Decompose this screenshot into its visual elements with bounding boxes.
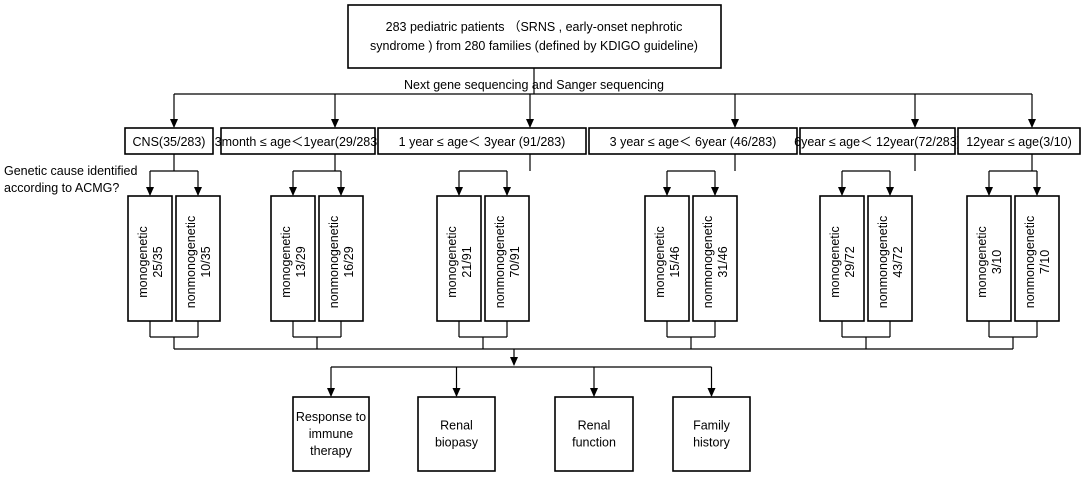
monogenetic-text: monogenetic29/72 xyxy=(828,226,857,298)
nonmonogenetic-label: nonmonogenetic xyxy=(184,216,198,308)
merge-connectors xyxy=(149,321,1038,366)
nonmonogenetic-count: 7/10 xyxy=(1038,250,1052,274)
age-group-label: 12year ≤ age(3/10) xyxy=(966,135,1072,149)
nonmonogenetic-count: 31/46 xyxy=(716,246,730,277)
monogenetic-label: monogenetic xyxy=(279,226,293,298)
age-group-label: CNS(35/283) xyxy=(133,135,206,149)
outcome-label-line-1: Renal xyxy=(578,419,611,433)
nonmonogenetic-text: nonmonogenetic43/72 xyxy=(876,216,905,308)
outcome-label-line-1: Renal xyxy=(440,419,473,433)
nonmonogenetic-count: 16/29 xyxy=(342,246,356,277)
monogenetic-text: monogenetic21/91 xyxy=(445,226,474,298)
monogenetic-label: monogenetic xyxy=(975,226,989,298)
nonmonogenetic-box: nonmonogenetic7/10 xyxy=(1014,195,1060,322)
monogenetic-count: 25/35 xyxy=(151,246,165,277)
outcome-label-line-2: immune xyxy=(309,427,354,441)
patient-cohort-box: 283 pediatric patients （SRNS , early-ons… xyxy=(347,4,722,69)
genetic-cause-question-line-1: Genetic cause identified xyxy=(4,164,137,178)
age-group-3: 1 year ≤ age＜ 3year (91/283) monogenetic2… xyxy=(377,94,587,322)
nonmonogenetic-label: nonmonogenetic xyxy=(493,216,507,308)
outcome-box-3: Renal function xyxy=(554,367,634,472)
monogenetic-box: monogenetic29/72 xyxy=(819,195,865,322)
age-group-5: 6year ≤ age＜ 12year(72/283) monogenetic29… xyxy=(794,94,961,322)
age-group-label: 3month ≤ age＜1year(29/283) xyxy=(215,135,382,149)
outcome-box-2: Renal biopasy xyxy=(417,367,496,472)
age-group-box xyxy=(799,127,956,155)
outcome-label-line-2: history xyxy=(693,436,731,450)
outcome-boxes: Response toimmunetherapyRenalbiopasyRena… xyxy=(292,366,751,472)
age-group-box xyxy=(124,127,214,155)
age-group-4: 3 year ≤ age＜ 6year (46/283) monogenetic1… xyxy=(588,94,798,322)
monogenetic-label: monogenetic xyxy=(445,226,459,298)
monogenetic-text: monogenetic3/10 xyxy=(975,226,1004,298)
age-group-box xyxy=(377,127,587,155)
nonmonogenetic-text: nonmonogenetic70/91 xyxy=(493,216,522,308)
patient-cohort-line-2: syndrome ) from 280 families (defined by… xyxy=(370,39,698,53)
monogenetic-label: monogenetic xyxy=(653,226,667,298)
outcome-label-line-3: therapy xyxy=(310,444,352,458)
nonmonogenetic-text: nonmonogenetic10/35 xyxy=(184,216,213,308)
monogenetic-count: 13/29 xyxy=(294,246,308,277)
monogenetic-box: monogenetic3/10 xyxy=(966,195,1012,322)
monogenetic-box: monogenetic21/91 xyxy=(436,195,482,322)
nonmonogenetic-box: nonmonogenetic10/35 xyxy=(175,195,221,322)
genetic-cause-question-line-2: according to ACMG? xyxy=(4,181,119,195)
outcome-label-line-1: Response to xyxy=(296,410,366,424)
nonmonogenetic-box: nonmonogenetic16/29 xyxy=(318,195,364,322)
age-group-box xyxy=(220,127,376,155)
age-group-1: CNS(35/283) monogenetic25/35 nonmonogeneti… xyxy=(124,94,221,322)
monogenetic-text: monogenetic25/35 xyxy=(136,226,165,298)
monogenetic-label: monogenetic xyxy=(136,226,150,298)
monogenetic-count: 21/91 xyxy=(460,246,474,277)
sequencing-label: Next gene sequencing and Sanger sequenci… xyxy=(404,78,664,92)
outcome-label-line-1: Family xyxy=(693,419,731,433)
nonmonogenetic-label: nonmonogenetic xyxy=(327,216,341,308)
outcome-box-1: Response to immune therapy xyxy=(292,367,370,472)
nonmonogenetic-text: nonmonogenetic16/29 xyxy=(327,216,356,308)
nonmonogenetic-box: nonmonogenetic70/91 xyxy=(484,195,530,322)
age-group-label: 1 year ≤ age＜ 3year (91/283) xyxy=(399,135,566,149)
monogenetic-text: monogenetic15/46 xyxy=(653,226,682,298)
age-group-2: 3month ≤ age＜1year(29/283) monogenetic13/… xyxy=(215,94,382,322)
nonmonogenetic-label: nonmonogenetic xyxy=(876,216,890,308)
age-group-6: 12year ≤ age(3/10) monogenetic3/10 nonmono… xyxy=(957,94,1081,322)
monogenetic-box: monogenetic15/46 xyxy=(644,195,690,322)
nonmonogenetic-box: nonmonogenetic31/46 xyxy=(692,195,738,322)
age-group-label: 3 year ≤ age＜ 6year (46/283) xyxy=(610,135,777,149)
nonmonogenetic-count: 10/35 xyxy=(199,246,213,277)
outcome-label-line-2: function xyxy=(572,436,616,450)
outcome-label-line-2: biopasy xyxy=(435,436,479,450)
monogenetic-count: 29/72 xyxy=(843,246,857,277)
age-group-label: 6year ≤ age＜ 12year(72/283) xyxy=(794,135,961,149)
nonmonogenetic-label: nonmonogenetic xyxy=(701,216,715,308)
nonmonogenetic-label: nonmonogenetic xyxy=(1023,216,1037,308)
monogenetic-count: 3/10 xyxy=(990,250,1004,274)
nonmonogenetic-text: nonmonogenetic7/10 xyxy=(1023,216,1052,308)
monogenetic-text: monogenetic13/29 xyxy=(279,226,308,298)
monogenetic-box: monogenetic13/29 xyxy=(270,195,316,322)
nonmonogenetic-text: nonmonogenetic31/46 xyxy=(701,216,730,308)
patient-cohort-line-1: 283 pediatric patients （SRNS , early-ons… xyxy=(386,20,683,34)
nonmonogenetic-count: 70/91 xyxy=(508,246,522,277)
nonmonogenetic-count: 43/72 xyxy=(891,246,905,277)
monogenetic-count: 15/46 xyxy=(668,246,682,277)
nonmonogenetic-box: nonmonogenetic43/72 xyxy=(867,195,913,322)
monogenetic-label: monogenetic xyxy=(828,226,842,298)
outcome-box-4: Family history xyxy=(672,367,751,472)
age-group-box xyxy=(957,127,1081,155)
age-group-box xyxy=(588,127,798,155)
monogenetic-box: monogenetic25/35 xyxy=(127,195,173,322)
